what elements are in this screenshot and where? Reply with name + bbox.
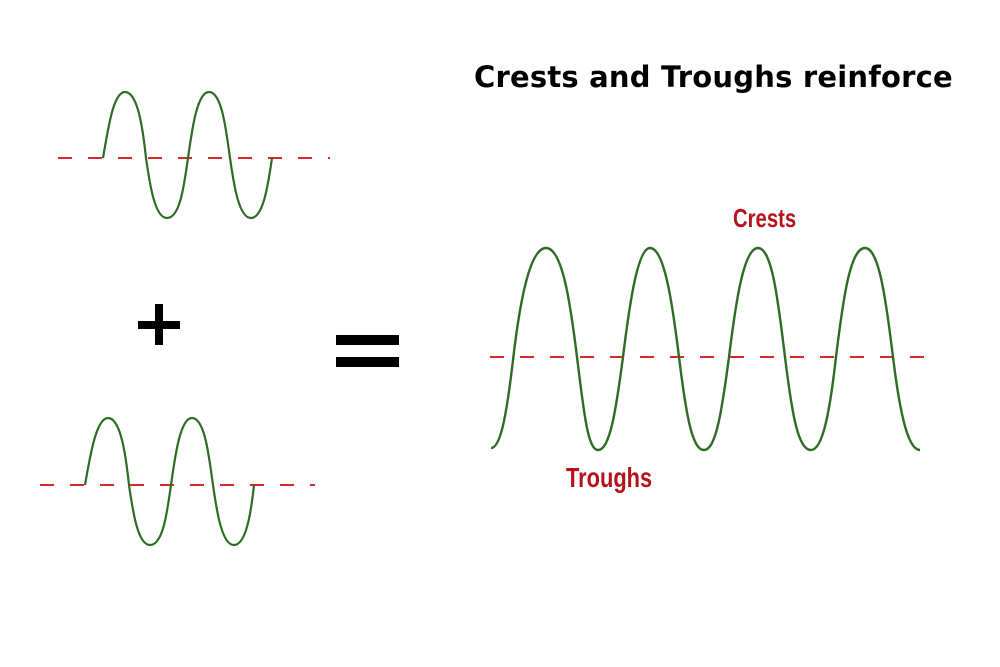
- input-wave-top: [58, 90, 330, 220]
- resultant-wave: [490, 246, 935, 452]
- diagram-title: Crests and Troughs reinforce: [474, 60, 953, 94]
- crests-label: Crests: [733, 203, 797, 233]
- resultant-wave-curve: [490, 246, 921, 452]
- wave-top-curve: [101, 90, 274, 220]
- wave-bottom-curve: [83, 416, 256, 547]
- troughs-label: Troughs: [566, 462, 653, 493]
- input-wave-bottom: [40, 416, 315, 547]
